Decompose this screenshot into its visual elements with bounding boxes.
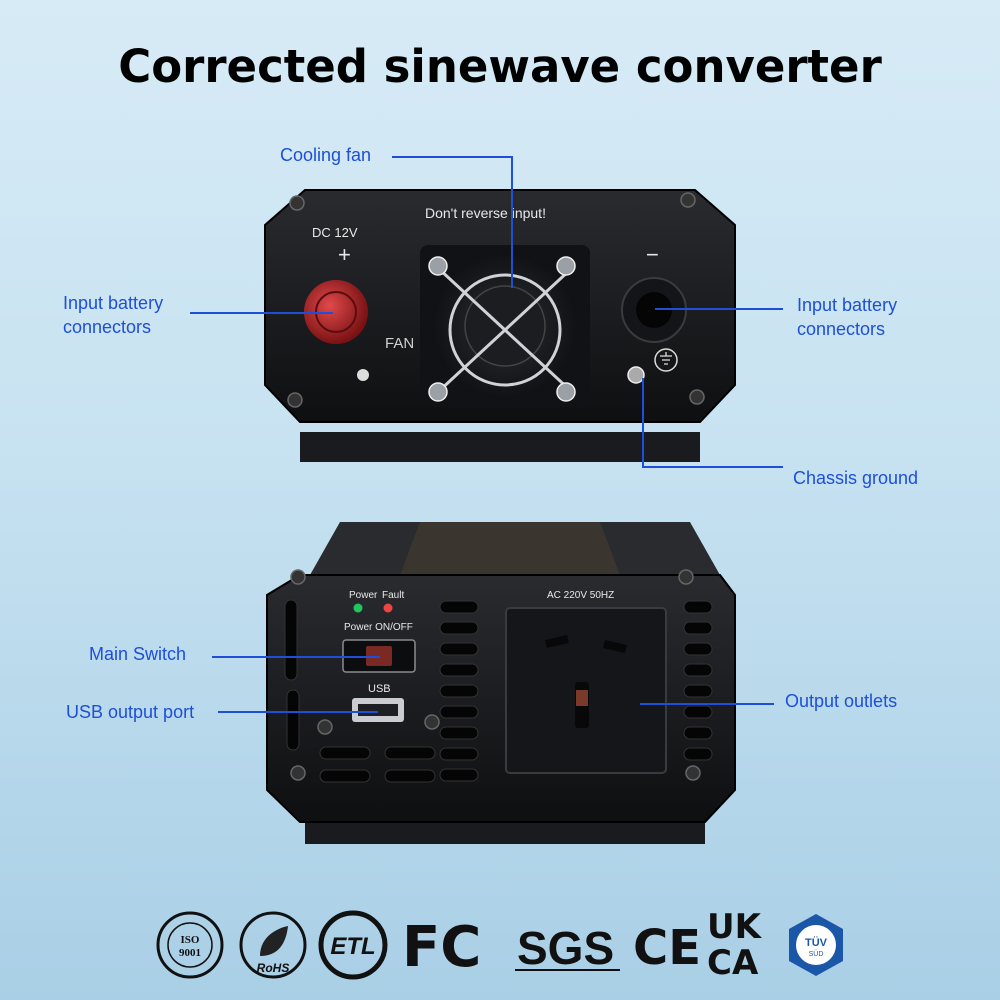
- svg-text:ETL: ETL: [330, 933, 375, 960]
- callout-usb-output: USB output port: [66, 702, 195, 722]
- svg-text:CA: CA: [707, 943, 759, 978]
- vent-slots: [284, 599, 713, 783]
- callout-input-left-line2: connectors: [63, 317, 152, 337]
- warning-label: Don't reverse input!: [425, 205, 546, 221]
- usb-port: [352, 698, 404, 722]
- svg-text:RoHS: RoHS: [257, 961, 290, 975]
- fault-led: [383, 603, 393, 613]
- cooling-fan: [420, 245, 590, 407]
- svg-text:FC: FC: [402, 915, 481, 978]
- callout-input-right-line2: connectors: [797, 319, 886, 339]
- iso-9001-logo: ISO 9001: [156, 911, 224, 979]
- panel-screws-bottom: [290, 569, 701, 781]
- output-outlet: [505, 607, 667, 774]
- positive-terminal: [304, 280, 369, 381]
- etl-logo: ETL: [318, 910, 388, 980]
- page-title: Corrected sinewave converter: [118, 40, 882, 93]
- power-led-label: Power: [349, 590, 378, 601]
- fan-label: FAN: [385, 335, 414, 352]
- callout-lines: [190, 156, 783, 713]
- callout-input-left-line1: Input battery: [63, 293, 164, 313]
- callout-main-switch: Main Switch: [89, 644, 187, 664]
- fc-logo: FC: [402, 915, 481, 978]
- svg-text:TÜV: TÜV: [805, 936, 828, 949]
- inverter-output-panel: Power Fault Power ON/OFF USB AC 220V 50H…: [266, 522, 736, 844]
- callout-cooling-fan: Cooling fan: [280, 145, 372, 165]
- callout-output-outlets: Output outlets: [785, 691, 898, 711]
- negative-terminal: [621, 277, 687, 384]
- svg-text:ISO: ISO: [181, 934, 200, 946]
- callout-chassis-ground: Chassis ground: [793, 468, 919, 488]
- ac-label: AC 220V 50HZ: [547, 590, 614, 601]
- svg-text:SÜD: SÜD: [809, 950, 824, 958]
- svg-text:SGS: SGS: [517, 922, 614, 974]
- callout-input-right-line1: Input battery: [797, 295, 898, 315]
- usb-label: USB: [368, 683, 391, 695]
- minus-label: −: [646, 242, 659, 267]
- power-led: [353, 603, 363, 613]
- panel-screws: [287, 192, 705, 408]
- ukca-logo: UK CA: [707, 907, 763, 978]
- fault-led-label: Fault: [382, 590, 404, 601]
- dc-label: DC 12V: [312, 225, 358, 240]
- rohs-logo: RoHS: [239, 911, 307, 979]
- plus-label: +: [338, 242, 351, 267]
- inverter-input-panel: DC 12V + Don't reverse input! FAN −: [264, 189, 736, 462]
- sgs-logo: SGS: [515, 922, 620, 974]
- svg-text:CE: CE: [633, 920, 701, 976]
- ce-logo: CE: [633, 920, 701, 976]
- svg-text:9001: 9001: [179, 947, 201, 959]
- power-switch-label: Power ON/OFF: [344, 622, 413, 633]
- svg-text:UK: UK: [707, 907, 763, 947]
- tuv-logo: TÜV SÜD: [789, 914, 843, 976]
